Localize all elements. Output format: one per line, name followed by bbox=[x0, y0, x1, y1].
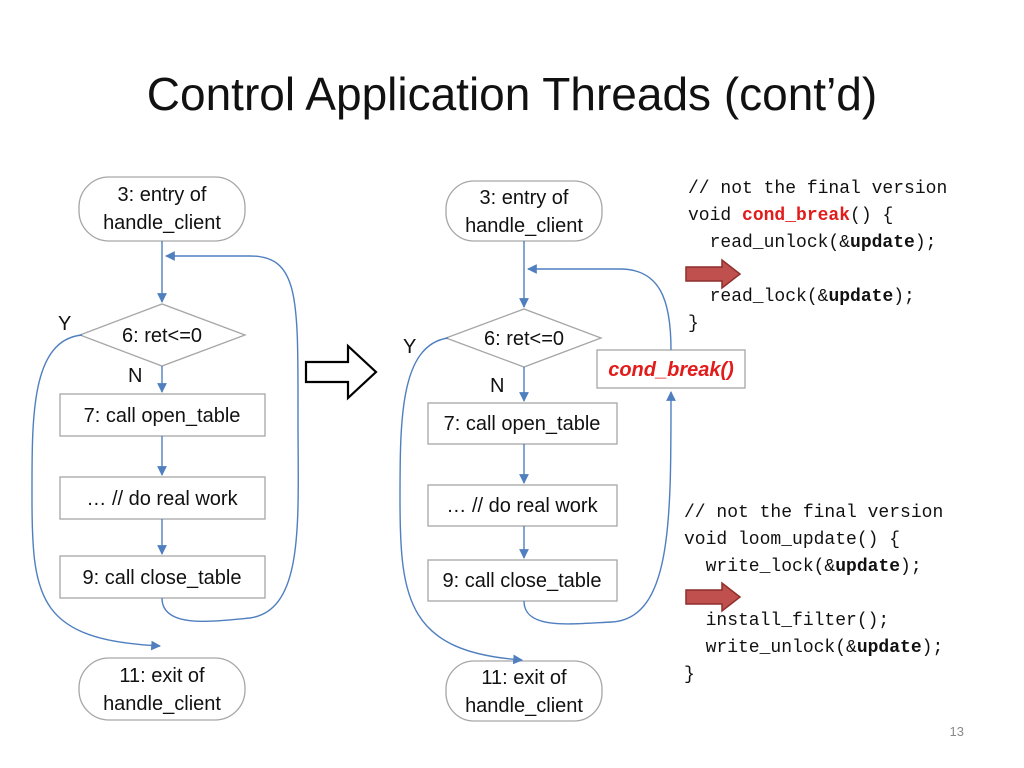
right-open-table-text: 7: call open_table bbox=[444, 413, 601, 435]
code2-l1-suffix: ); bbox=[900, 557, 922, 577]
left-real-work-node bbox=[59, 476, 266, 520]
cond-break-code-block: // not the final version void cond_break(… bbox=[688, 176, 947, 338]
code2-line-write-unlock: write_unlock(&update); bbox=[684, 635, 944, 662]
code2-line-install-filter: install_filter(); bbox=[684, 611, 890, 631]
right-no-label: N bbox=[490, 375, 504, 397]
loom-update-code-block: // not the final version void loom_update… bbox=[684, 500, 943, 689]
slide-number: 13 bbox=[949, 724, 964, 739]
right-close-table-text: 9: call close_table bbox=[443, 570, 602, 592]
code2-line-write-lock: write_lock(&update); bbox=[684, 554, 943, 581]
code1-comment: // not the final version bbox=[688, 179, 948, 199]
right-entry-text-2: handle_client bbox=[465, 215, 583, 237]
right-decision-node bbox=[444, 308, 603, 368]
code1-sig-name: cond_break bbox=[742, 206, 851, 226]
left-exit-text-1: 11: exit of bbox=[119, 665, 205, 687]
left-exit-node bbox=[78, 657, 246, 721]
right-exit-text-1: 11: exit of bbox=[481, 667, 567, 689]
right-exit-text-2: handle_client bbox=[465, 695, 583, 717]
code1-line-read-lock: read_lock(&update); bbox=[688, 284, 947, 311]
right-real-work-text: … // do real work bbox=[446, 495, 598, 517]
code1-signature: void cond_break() { bbox=[688, 203, 947, 230]
red-arrow-icon bbox=[685, 258, 742, 290]
code1-l1-suffix: ); bbox=[914, 233, 937, 253]
left-open-table-node bbox=[59, 393, 266, 437]
left-yes-label: Y bbox=[58, 313, 71, 335]
left-decision-text: 6: ret<=0 bbox=[122, 325, 202, 347]
left-open-table-text: 7: call open_table bbox=[84, 405, 241, 427]
code2-close-brace: } bbox=[684, 665, 695, 685]
slide-title: Control Application Threads (cont’d) bbox=[146, 68, 878, 120]
code1-l1-prefix: read_unlock(& bbox=[688, 233, 851, 253]
code2-l1-bold: update bbox=[835, 557, 901, 577]
transform-arrow-icon bbox=[304, 343, 378, 401]
code2-l3-bold: update bbox=[856, 638, 922, 658]
left-close-table-node bbox=[59, 555, 266, 599]
cond-break-label: cond_break() bbox=[608, 359, 734, 381]
right-exit-node bbox=[445, 660, 603, 722]
code2-l3-suffix: ); bbox=[921, 638, 944, 658]
cond-break-node bbox=[596, 349, 746, 389]
right-real-work-node bbox=[427, 484, 618, 527]
code1-sig-prefix: void bbox=[688, 206, 743, 226]
left-close-table-text: 9: call close_table bbox=[83, 567, 242, 589]
code1-l2-prefix: read_lock(& bbox=[688, 287, 829, 307]
right-flowchart: 3: entry of handle_client 6: ret<=0 Y N … bbox=[399, 180, 746, 722]
red-arrow-icon bbox=[685, 581, 742, 613]
left-real-work-text: … // do real work bbox=[86, 488, 238, 510]
code1-line-read-unlock: read_unlock(&update); bbox=[688, 230, 947, 257]
left-no-label: N bbox=[128, 365, 142, 387]
right-loop-from-cond-break bbox=[527, 264, 672, 351]
right-open-table-node bbox=[427, 402, 618, 445]
code1-l2-suffix: ); bbox=[893, 287, 915, 307]
left-entry-text-2: handle_client bbox=[103, 212, 221, 234]
code2-l1-prefix: write_lock(& bbox=[684, 557, 836, 577]
left-entry-text-1: 3: entry of bbox=[118, 184, 207, 206]
code1-l1-bold: update bbox=[850, 233, 915, 253]
code1-sig-suffix: () { bbox=[850, 206, 894, 226]
right-yes-connector bbox=[399, 337, 523, 665]
code1-l2-bold: update bbox=[828, 287, 894, 307]
left-loop-back-connector bbox=[161, 251, 299, 623]
right-loop-to-cond-break bbox=[523, 391, 676, 625]
left-yes-connector bbox=[31, 334, 161, 651]
right-decision-text: 6: ret<=0 bbox=[484, 328, 564, 350]
left-exit-text-2: handle_client bbox=[103, 693, 221, 715]
code2-l3-prefix: write_unlock(& bbox=[684, 638, 857, 658]
left-decision-node bbox=[78, 303, 247, 367]
right-close-table-node bbox=[427, 559, 618, 602]
left-flowchart: 3: entry of handle_client 6: ret<=0 Y N … bbox=[31, 176, 299, 721]
right-yes-label: Y bbox=[403, 336, 416, 358]
code1-close-brace: } bbox=[688, 314, 699, 334]
code2-comment: // not the final version bbox=[684, 503, 944, 523]
right-entry-text-1: 3: entry of bbox=[480, 187, 569, 209]
code2-signature: void loom_update() { bbox=[684, 530, 901, 550]
